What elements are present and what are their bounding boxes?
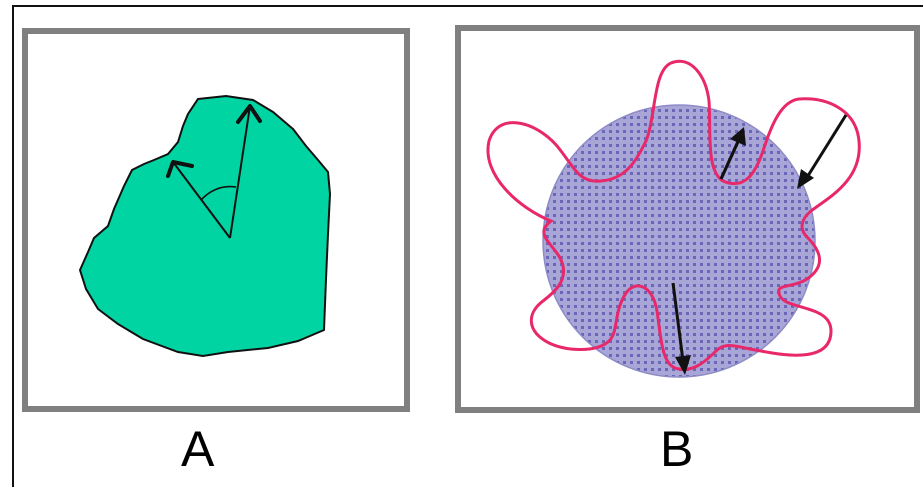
arrow-top-right bbox=[797, 115, 846, 189]
figure-border-left bbox=[12, 5, 14, 487]
panel-b-diagram bbox=[461, 31, 914, 407]
panel-a bbox=[22, 28, 410, 412]
figure-border-top bbox=[12, 5, 923, 7]
panel-b-label: B bbox=[660, 424, 693, 474]
irregular-particle-shape bbox=[80, 96, 330, 356]
panel-a-label: A bbox=[181, 424, 214, 474]
panel-b bbox=[455, 25, 920, 413]
panel-a-diagram bbox=[28, 34, 404, 406]
